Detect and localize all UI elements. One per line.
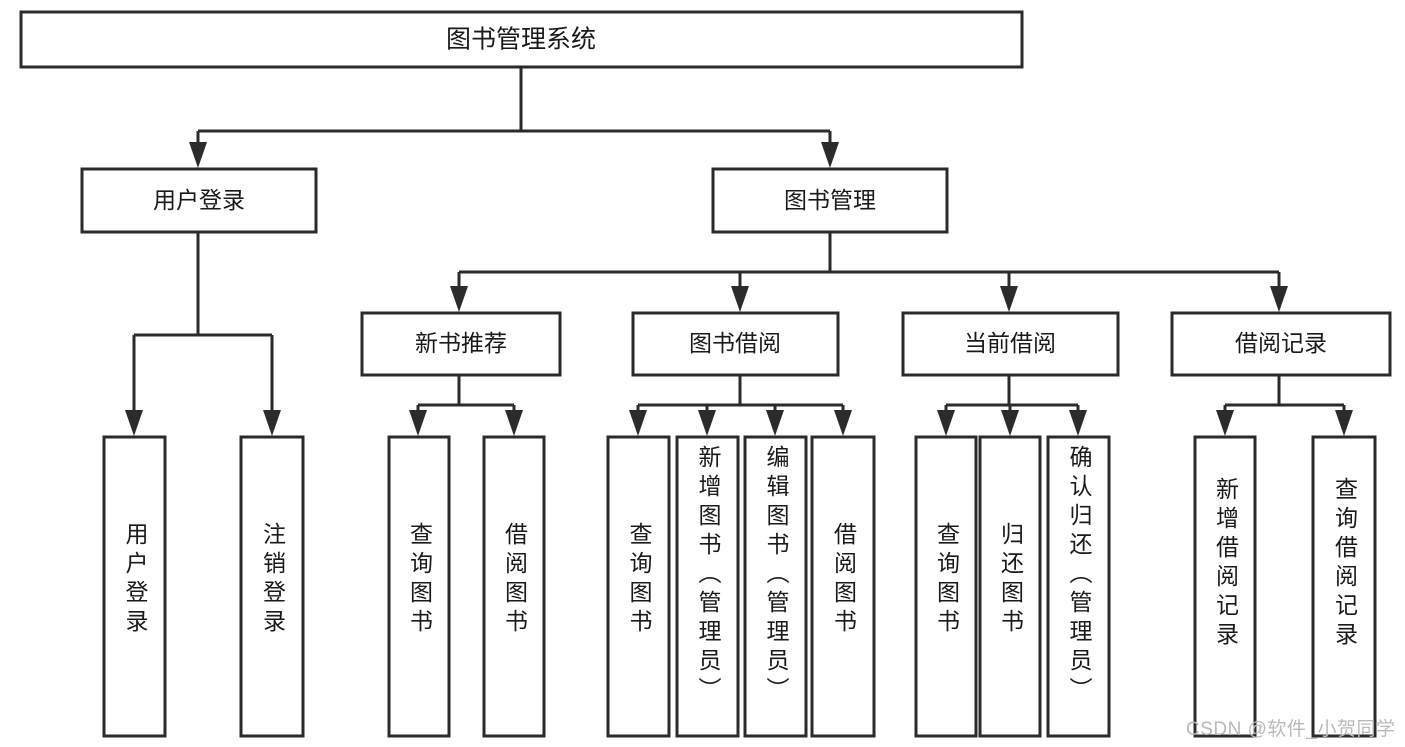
node-borrow-record[interactable]: 借阅记录 bbox=[1170, 311, 1392, 377]
node-new-book-recommend-label: 新书推荐 bbox=[415, 330, 507, 356]
arrow-head-bb-add bbox=[698, 410, 716, 436]
connector-group-userlogin bbox=[125, 232, 281, 436]
node-current-borrow[interactable]: 当前借阅 bbox=[901, 311, 1120, 377]
node-new-book-recommend[interactable]: 新书推荐 bbox=[360, 311, 562, 377]
arrow-head-br-query bbox=[1335, 410, 1353, 436]
node-leaf-logout-box[interactable] bbox=[239, 435, 305, 738]
node-leaf-br-add-box[interactable] bbox=[1193, 435, 1257, 738]
node-new-book-recommend-box[interactable] bbox=[360, 311, 562, 377]
arrow-head-currentborrow bbox=[1000, 286, 1018, 312]
arrow-head-br-add bbox=[1216, 410, 1234, 436]
node-book-borrow[interactable]: 图书借阅 bbox=[631, 311, 840, 377]
node-leaf-cb-return-box[interactable] bbox=[978, 435, 1042, 738]
arrow-head-bookborrow bbox=[731, 286, 749, 312]
leaf-boxes bbox=[102, 435, 1377, 738]
node-user-login[interactable]: 用户登录 bbox=[80, 167, 318, 234]
node-book-borrow-label: 图书借阅 bbox=[689, 330, 781, 356]
connector-group-root bbox=[189, 68, 839, 168]
node-leaf-bb-edit-box[interactable] bbox=[743, 435, 808, 738]
node-leaf-bb-borrow-box[interactable] bbox=[810, 435, 876, 738]
connector-group-newbook bbox=[409, 376, 523, 436]
node-leaf-cb-query-box[interactable] bbox=[914, 435, 978, 738]
arrow-head-bb-borrow bbox=[834, 410, 852, 436]
arrow-head-bb-query bbox=[629, 410, 647, 436]
arrow-head-cb-confirm bbox=[1069, 410, 1087, 436]
arrow-head-bb-edit bbox=[766, 410, 784, 436]
node-current-borrow-box[interactable] bbox=[901, 311, 1120, 377]
connector-group-borrowrecord bbox=[1216, 376, 1353, 436]
arrow-head-userlogin bbox=[189, 142, 207, 168]
node-leaf-bb-add-box[interactable] bbox=[675, 435, 740, 738]
node-user-login-label: 用户登录 bbox=[153, 187, 245, 213]
arrow-head-bookmgmt bbox=[821, 142, 839, 168]
node-leaf-user-login-box[interactable] bbox=[102, 435, 167, 738]
node-leaf-br-query-box[interactable] bbox=[1311, 435, 1377, 738]
node-book-management-box[interactable] bbox=[711, 167, 949, 234]
node-user-login-box[interactable] bbox=[80, 167, 318, 234]
arrow-head-cb-query bbox=[937, 410, 955, 436]
connector-group-currentborrow bbox=[937, 376, 1087, 436]
arrow-head-newbook bbox=[450, 286, 468, 312]
node-book-management-label: 图书管理 bbox=[784, 187, 876, 213]
arrow-head-user-login-leaf bbox=[125, 410, 143, 436]
node-leaf-nb-query-box[interactable] bbox=[387, 435, 451, 738]
node-root-label: 图书管理系统 bbox=[446, 26, 596, 54]
node-borrow-record-box[interactable] bbox=[1170, 311, 1392, 377]
node-current-borrow-label: 当前借阅 bbox=[964, 330, 1056, 356]
node-book-management[interactable]: 图书管理 bbox=[711, 167, 949, 234]
node-leaf-nb-borrow-box[interactable] bbox=[482, 435, 546, 738]
connector-group-bookmgmt bbox=[450, 232, 1288, 312]
connector-group-bookborrow bbox=[629, 376, 852, 436]
arrow-head-cb-return bbox=[1001, 410, 1019, 436]
arrow-head-borrowrecord bbox=[1270, 286, 1288, 312]
node-book-borrow-box[interactable] bbox=[631, 311, 840, 377]
node-leaf-cb-confirm-box[interactable] bbox=[1046, 435, 1111, 738]
arrow-head-nb-borrow bbox=[505, 410, 523, 436]
node-root[interactable]: 图书管理系统 bbox=[19, 10, 1024, 69]
watermark-text: CSDN @软件_小贺同学 bbox=[1186, 719, 1396, 740]
node-root-box[interactable] bbox=[19, 10, 1024, 69]
node-borrow-record-label: 借阅记录 bbox=[1235, 330, 1327, 356]
arrow-head-nb-query bbox=[409, 410, 427, 436]
node-leaf-bb-query-box[interactable] bbox=[606, 435, 671, 738]
arrow-head-logout-leaf bbox=[263, 410, 281, 436]
